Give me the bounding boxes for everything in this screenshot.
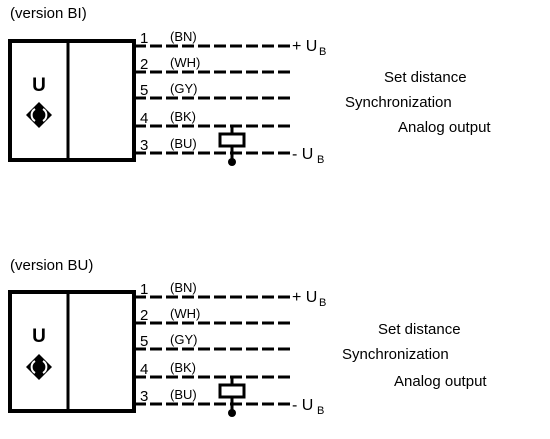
ultrasonic-diamond-icon: [26, 102, 52, 128]
pin-number: 5: [140, 82, 148, 99]
ultrasonic-diamond-icon: [26, 354, 52, 380]
supply-plus-label: + U: [292, 289, 317, 306]
pin-number: 5: [140, 333, 148, 350]
pin-number: 1: [140, 281, 148, 298]
supply-plus-label: + U: [292, 38, 317, 55]
function-synchronization: Synchronization: [345, 94, 452, 111]
diagram-version-bu: (version BU) U 1 2 5 4 3 (BN) (WH) (GY) …: [8, 257, 487, 417]
function-analog-output: Analog output: [398, 119, 491, 136]
supply-plus-subscript: B: [319, 297, 326, 309]
wire-color: (BN): [170, 280, 197, 295]
pin-number: 3: [140, 137, 148, 154]
pin-number: 1: [140, 30, 148, 47]
wires: [134, 44, 290, 155]
wire-color: (WH): [170, 306, 200, 321]
bridge-connection: [218, 377, 246, 417]
wires: [134, 295, 290, 406]
supply-plus-subscript: B: [319, 46, 326, 58]
function-set-distance: Set distance: [378, 321, 461, 338]
supply-minus-subscript: B: [317, 154, 324, 166]
pin-number: 3: [140, 388, 148, 405]
pin-number: 2: [140, 56, 148, 73]
wire-color: (BU): [170, 136, 197, 151]
wire-color: (BK): [170, 360, 196, 375]
wire-color: (BN): [170, 29, 197, 44]
diagram-version-bi: (version BI) U 1 2 5 4 3 (BN) (WH) (GY) …: [8, 5, 491, 166]
function-set-distance: Set distance: [384, 69, 467, 86]
sensor-housing: [8, 290, 136, 413]
bridge-connection: [218, 126, 246, 166]
supply-minus-subscript: B: [317, 405, 324, 417]
sensor-housing: [8, 39, 136, 162]
pin-number: 2: [140, 307, 148, 324]
function-synchronization: Synchronization: [342, 346, 449, 363]
wire-color: (BK): [170, 109, 196, 124]
wire-color: (BU): [170, 387, 197, 402]
wire-color: (WH): [170, 55, 200, 70]
supply-minus-label: - U: [292, 146, 313, 163]
wire-color: (GY): [170, 81, 197, 96]
version-label: (version BI): [10, 5, 87, 22]
version-label: (version BU): [10, 257, 93, 274]
ultrasonic-symbol-label: U: [32, 326, 46, 347]
function-analog-output: Analog output: [394, 373, 487, 390]
wire-color: (GY): [170, 332, 197, 347]
supply-minus-label: - U: [292, 397, 313, 414]
ultrasonic-symbol-label: U: [32, 75, 46, 96]
pin-number: 4: [140, 361, 148, 378]
pin-number: 4: [140, 110, 148, 127]
